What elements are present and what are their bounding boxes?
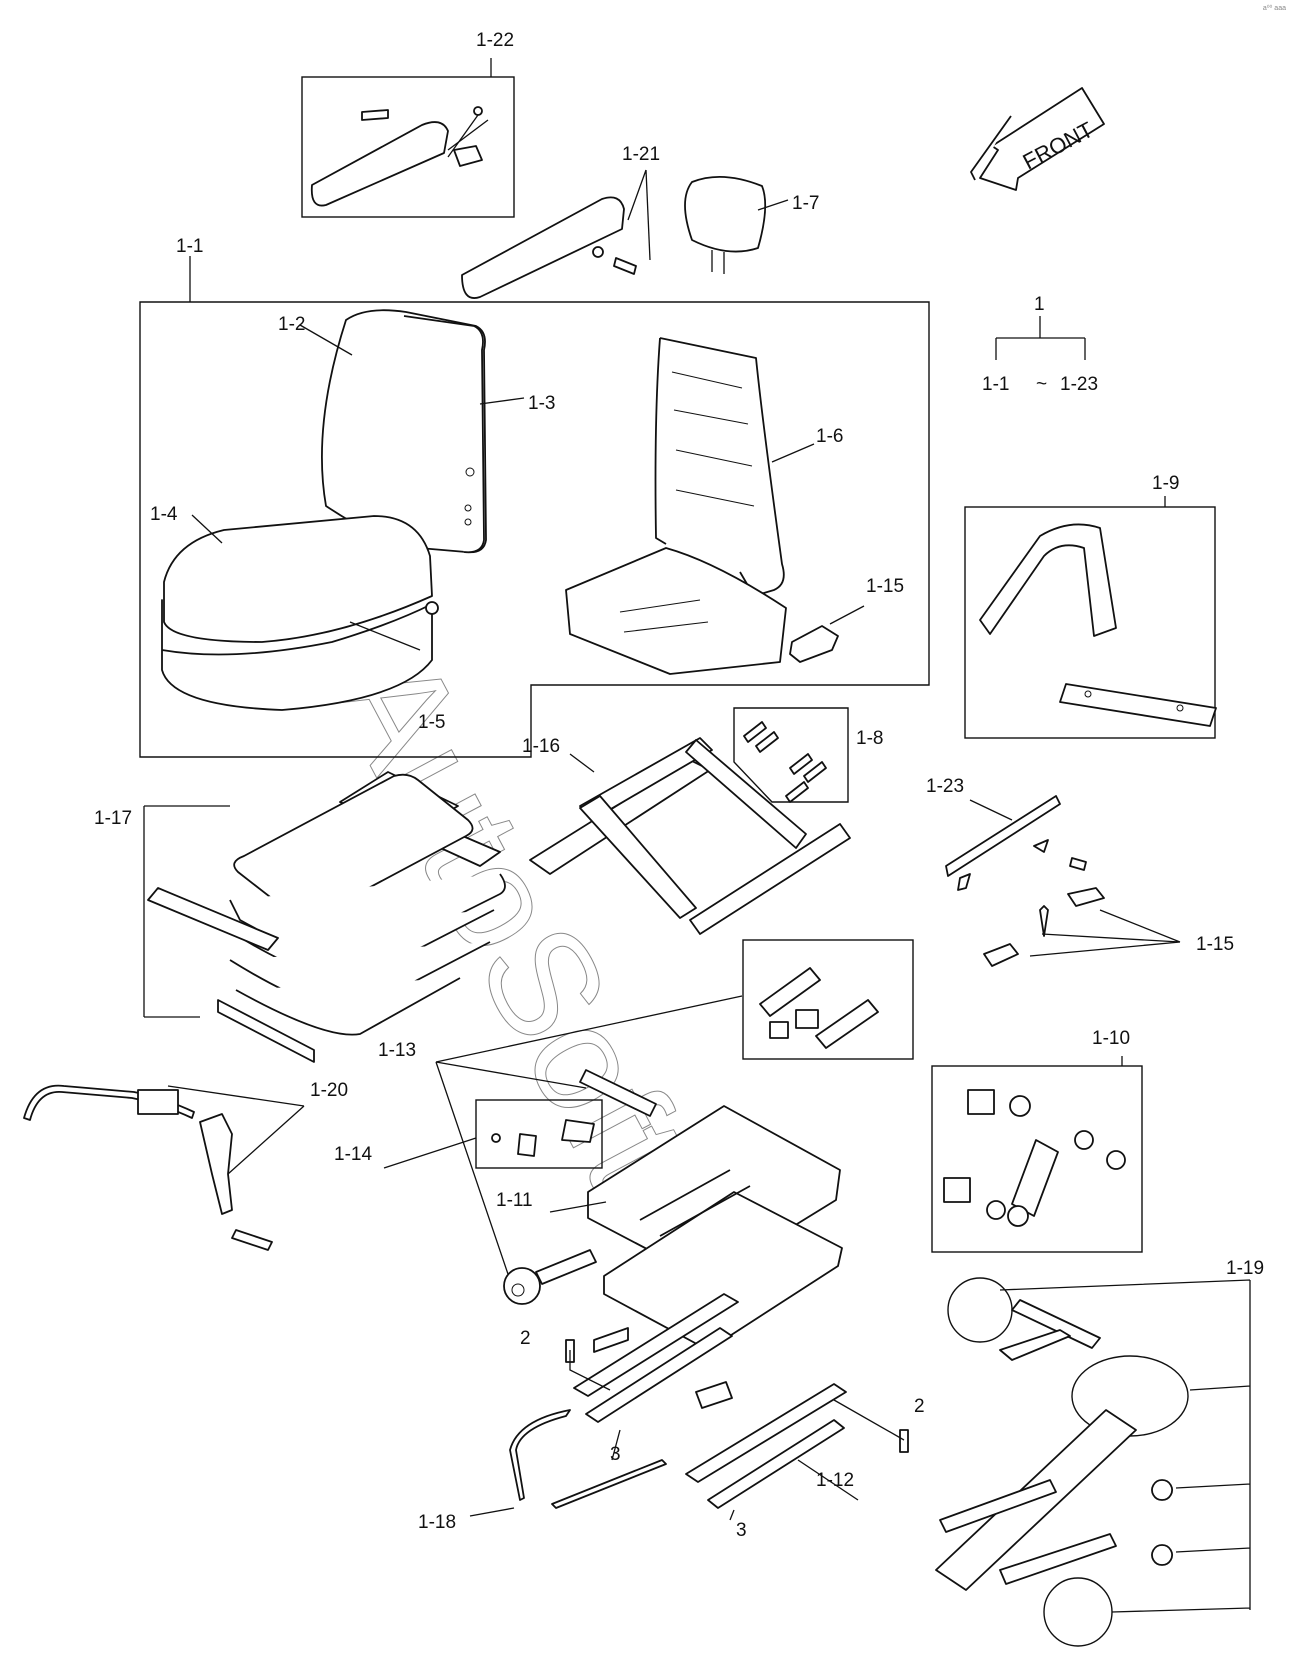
part-group-rails[interactable] — [565, 1293, 909, 1521]
part-group-1-23[interactable] — [945, 795, 1087, 891]
callout-1-21[interactable]: 1-21 — [622, 144, 660, 165]
part-group-1-9[interactable] — [964, 506, 1217, 739]
callout-1-5[interactable]: 1-5 — [418, 712, 445, 733]
part-group-1-10[interactable] — [931, 1065, 1143, 1253]
assembly-range-sep: ~ — [1036, 374, 1047, 395]
part-group-1-20[interactable] — [23, 1084, 305, 1251]
callout-2-left[interactable]: 2 — [520, 1328, 531, 1349]
part-group-1-18[interactable] — [469, 1409, 667, 1517]
part-group-1-1[interactable] — [139, 301, 930, 758]
corner-mark: a⁰⁰ aaa — [1262, 5, 1286, 12]
callout-1-15-lower[interactable]: 1-15 — [1196, 934, 1234, 955]
part-group-1-15-upper[interactable] — [789, 605, 865, 663]
part-group-1-11[interactable] — [549, 1105, 843, 1351]
callout-1-16[interactable]: 1-16 — [522, 736, 560, 757]
assembly-bracket — [995, 316, 1086, 360]
callout-1-20[interactable]: 1-20 — [310, 1080, 348, 1101]
callout-1-7[interactable]: 1-7 — [792, 193, 819, 214]
callout-1-17[interactable]: 1-17 — [94, 808, 132, 829]
callout-1-8[interactable]: 1-8 — [856, 728, 883, 749]
callout-1-10[interactable]: 1-10 — [1092, 1028, 1130, 1049]
part-bushing-tube[interactable] — [579, 1069, 657, 1117]
callout-1-11[interactable]: 1-11 — [496, 1190, 533, 1211]
part-group-1-6[interactable] — [565, 337, 815, 675]
callout-1-19[interactable]: 1-19 — [1226, 1258, 1264, 1279]
callout-1-22[interactable]: 1-22 — [476, 30, 514, 51]
part-group-1-7[interactable] — [684, 175, 789, 274]
leader-1-13 — [435, 995, 743, 1281]
part-group-backrest[interactable] — [299, 309, 525, 554]
callout-1-23[interactable]: 1-23 — [926, 776, 964, 797]
callout-1-6[interactable]: 1-6 — [816, 426, 843, 447]
callout-labels: 1-22 1-21 1-7 1-1 1-2 1-3 1-4 1-5 1-6 1-… — [94, 30, 1264, 1541]
callout-1-4[interactable]: 1-4 — [150, 504, 178, 525]
callout-1-14[interactable]: 1-14 — [334, 1144, 372, 1165]
part-group-1-16[interactable] — [529, 737, 851, 935]
part-group-1-21[interactable] — [461, 169, 651, 299]
callout-3-left[interactable]: 3 — [610, 1444, 621, 1465]
assembly-number: 1 — [1034, 294, 1045, 315]
callout-1-18[interactable]: 1-18 — [418, 1512, 456, 1533]
front-arrow: FRONT — [970, 87, 1105, 191]
callout-1-3[interactable]: 1-3 — [528, 393, 555, 414]
assembly-range-from: 1-1 — [982, 374, 1009, 395]
callout-2-right[interactable]: 2 — [914, 1396, 925, 1417]
part-group-1-22[interactable] — [301, 76, 515, 218]
callout-3-bottom[interactable]: 3 — [736, 1520, 747, 1541]
part-adjusting-knob[interactable] — [503, 1249, 597, 1305]
part-group-seat-cushion[interactable] — [161, 514, 439, 711]
part-group-1-19[interactable] — [935, 1277, 1251, 1647]
part-group-1-15-lower[interactable] — [983, 887, 1181, 967]
part-group-springs-box[interactable] — [742, 939, 914, 1060]
callout-1-2[interactable]: 1-2 — [278, 314, 305, 335]
callout-1-13[interactable]: 1-13 — [378, 1040, 416, 1061]
callout-1-15-upper[interactable]: 1-15 — [866, 576, 904, 597]
part-group-1-8[interactable] — [733, 707, 849, 803]
callout-1-12[interactable]: 1-12 — [816, 1470, 854, 1491]
callout-1-9[interactable]: 1-9 — [1152, 473, 1179, 494]
part-group-1-17[interactable] — [143, 771, 506, 1063]
assembly-range-to: 1-23 — [1060, 374, 1098, 395]
callout-1-1[interactable]: 1-1 — [176, 236, 203, 257]
part-group-1-14[interactable] — [383, 1099, 603, 1169]
